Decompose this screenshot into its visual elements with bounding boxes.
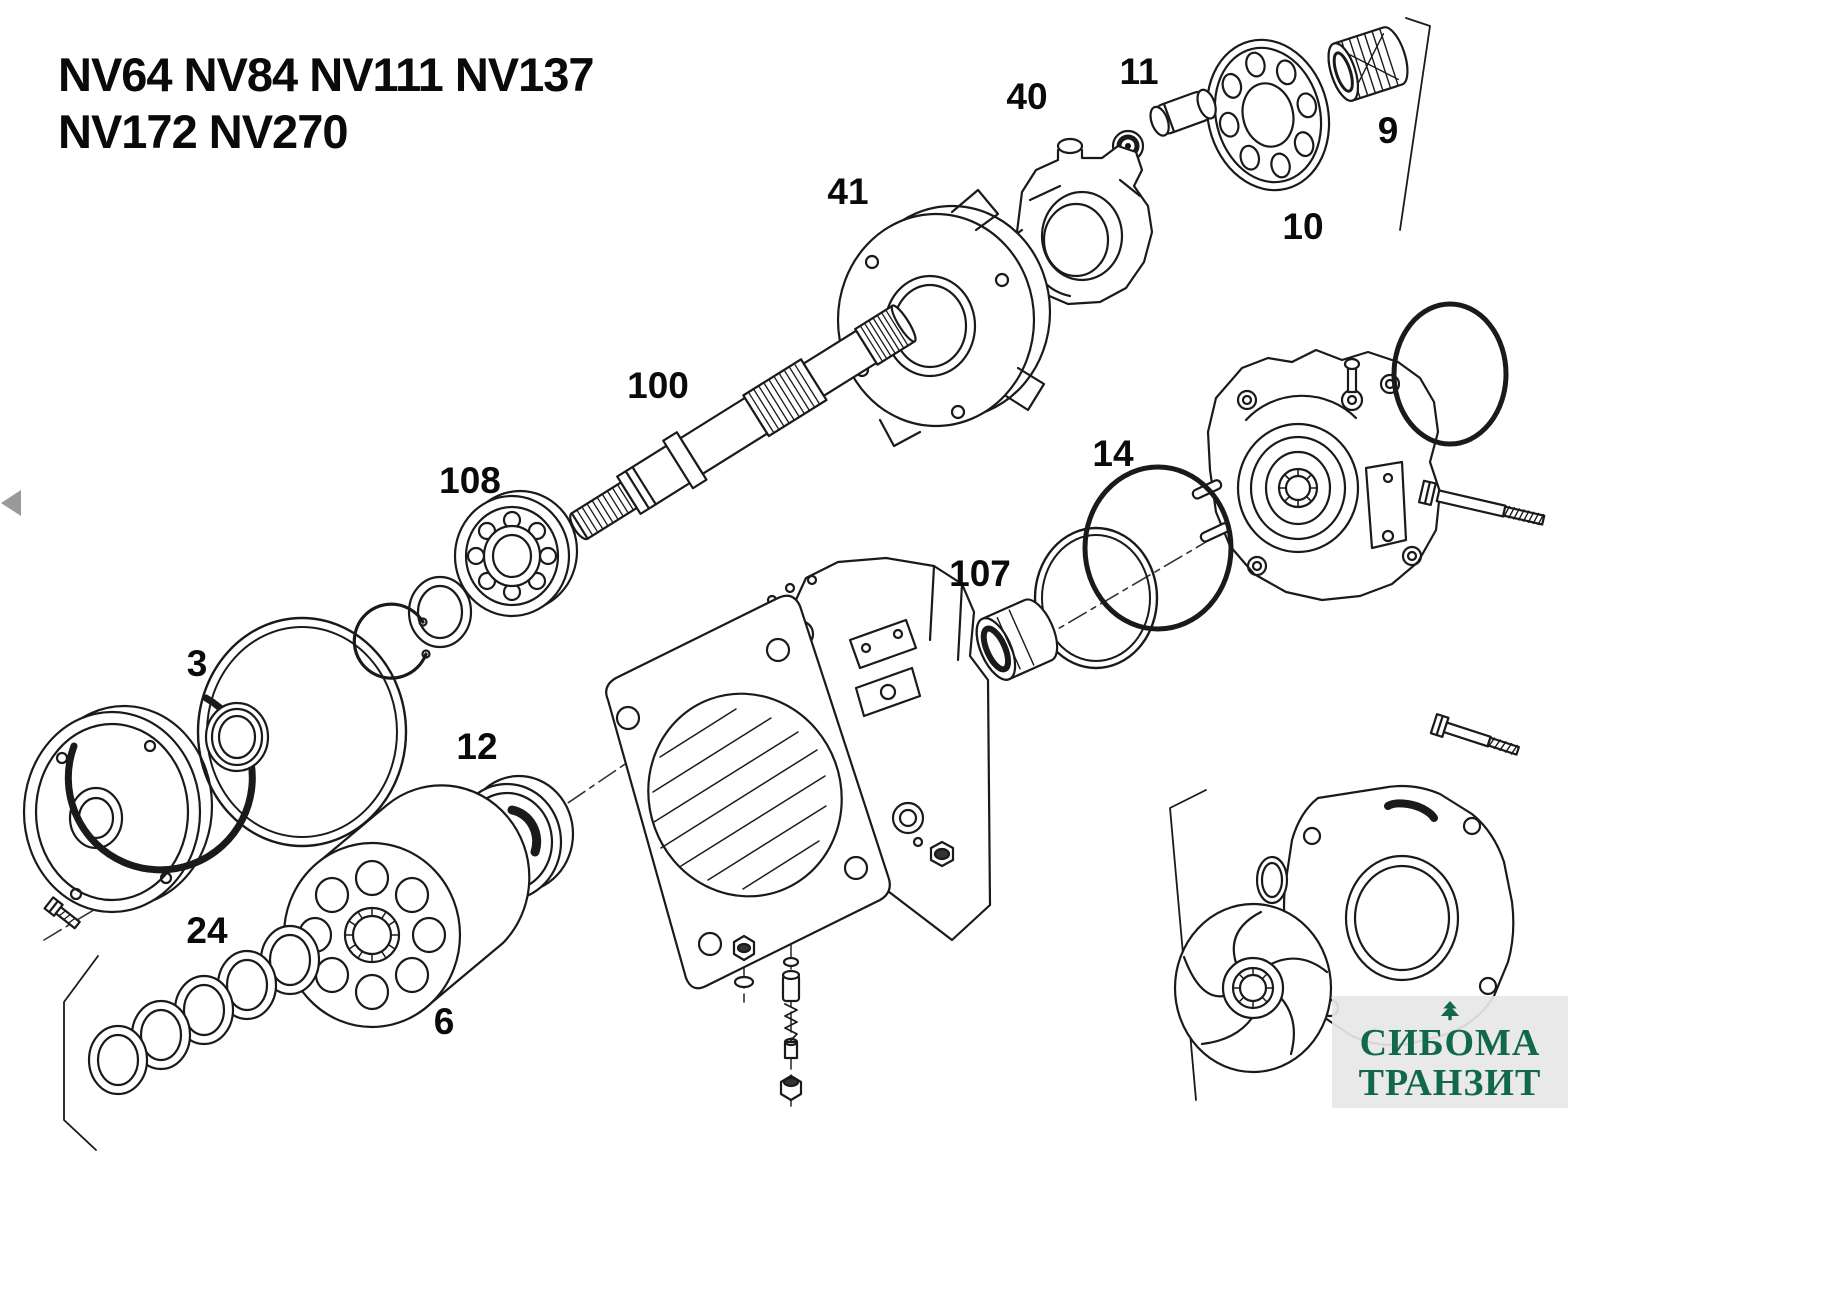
title-line-2: NV172 NV270 (58, 105, 348, 159)
bearing-107-drawing (975, 598, 1059, 681)
title-line-1: NV64 NV84 NV111 NV137 (58, 48, 595, 101)
shaft-washer-drawing (407, 575, 473, 649)
oring-3-drawing (64, 616, 408, 874)
watermark-line-1: СИБОМА (1359, 1021, 1541, 1064)
needle-bushing-9-drawing (1327, 26, 1409, 102)
bearing-108-drawing (453, 489, 579, 618)
watermark: СИБОМА ТРАНЗИТ (1332, 996, 1568, 1108)
page-title: NV64 NV84 NV111 NV137 NV172 NV270 (58, 46, 595, 161)
left-arrow-icon (1, 490, 21, 516)
retainer-plate-10-drawing (1205, 38, 1331, 192)
piston-11-drawing (1111, 88, 1217, 163)
charge-pump-rotor-drawing (1173, 713, 1520, 1074)
end-cover-drawing (22, 704, 214, 930)
rear-oring-drawing (1391, 301, 1509, 447)
housing-flange-drawing (605, 594, 891, 990)
drain-plugs-drawing (732, 934, 803, 1102)
cylinder-block-6-drawing (282, 784, 531, 1029)
oring-14-drawing (1033, 464, 1234, 670)
drive-shaft-100-drawing (569, 304, 917, 541)
long-bolt-drawing (1417, 479, 1546, 526)
rear-cover-plate-drawing (1282, 784, 1515, 1047)
housing-body-drawing (760, 556, 992, 942)
watermark-line-2: ТРАНЗИТ (1358, 1062, 1542, 1104)
tree-icon (1440, 1000, 1460, 1020)
mounting-flange-41-drawing (836, 188, 1052, 448)
rear-cover-assembly-drawing (1191, 348, 1442, 602)
shim-washers-24-drawing (87, 924, 321, 1096)
